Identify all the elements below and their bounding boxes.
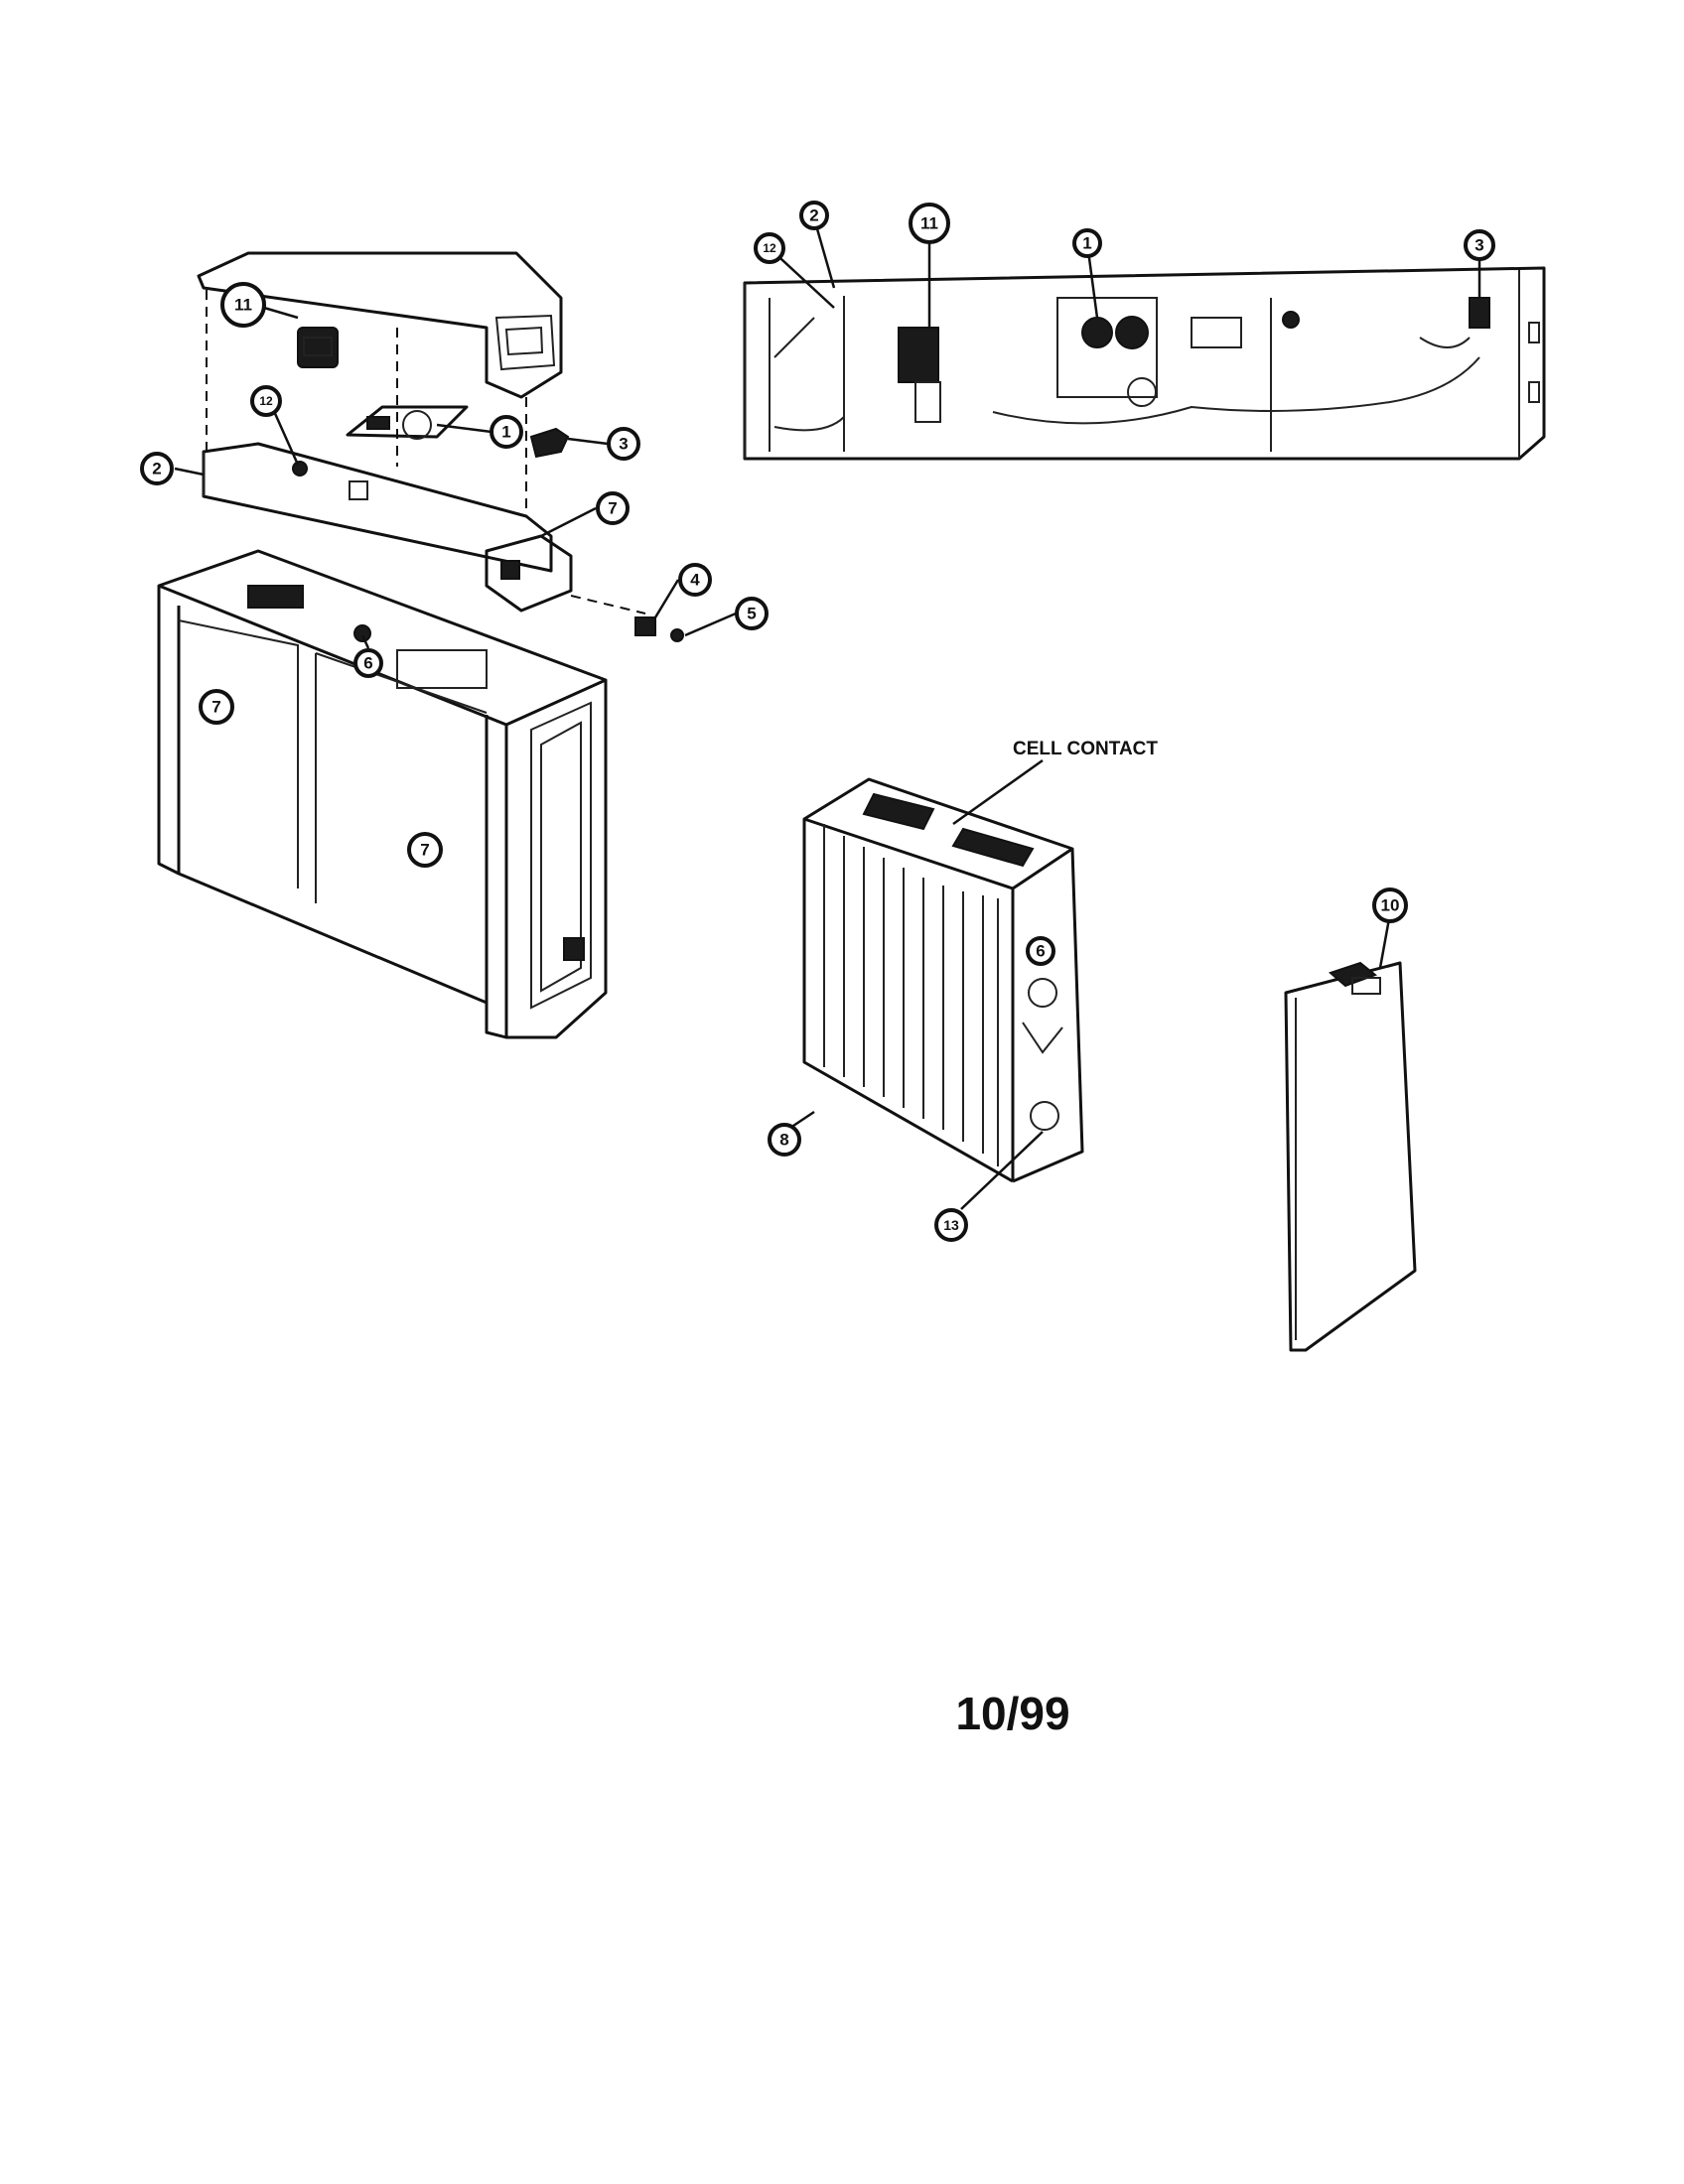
transformer (297, 327, 339, 368)
callout-6-cell: 6 (1026, 936, 1055, 966)
svg-text:4: 4 (690, 571, 700, 590)
explode-lines-left (206, 290, 646, 614)
control-panel-housing (485, 534, 573, 613)
svg-text:12: 12 (259, 394, 273, 408)
cabinet (157, 549, 608, 1039)
svg-text:6: 6 (363, 654, 372, 673)
callout-11-cover: 11 (220, 282, 266, 328)
callout-3-switch: 3 (607, 427, 640, 461)
svg-text:10: 10 (1381, 896, 1400, 915)
circuit-board (346, 405, 469, 440)
svg-text:6: 6 (1036, 942, 1045, 961)
svg-text:11: 11 (234, 296, 252, 315)
svg-text:1: 1 (1082, 234, 1091, 253)
svg-text:7: 7 (420, 841, 429, 860)
svg-text:3: 3 (619, 435, 628, 454)
callout-3-assembled: 3 (1464, 229, 1495, 261)
power-box-base (202, 442, 553, 573)
switch-knob (634, 616, 656, 636)
door-interlock-switch (529, 427, 570, 459)
svg-text:1: 1 (501, 423, 510, 442)
svg-text:3: 3 (1474, 236, 1483, 255)
svg-text:2: 2 (809, 206, 818, 225)
callout-10-prefilter: 10 (1372, 887, 1408, 923)
callout-4-knob: 4 (678, 563, 712, 597)
callout-12-assembled: 12 (754, 232, 785, 264)
prefilter-panel (1284, 961, 1417, 1352)
callout-1-board: 1 (490, 415, 523, 449)
collector-cell (802, 777, 1084, 1183)
svg-text:2: 2 (152, 460, 161, 478)
callout-12-base: 12 (250, 385, 282, 417)
leader-lines (174, 217, 1481, 1210)
svg-text:12: 12 (763, 241, 776, 255)
callout-2-assembled: 2 (799, 201, 829, 230)
svg-text:13: 13 (943, 1217, 959, 1233)
svg-text:7: 7 (211, 698, 220, 717)
svg-text:11: 11 (920, 214, 938, 233)
date-code: 10/99 (955, 1688, 1069, 1739)
callout-1-assembled: 1 (1072, 228, 1102, 258)
callout-5-light: 5 (735, 597, 769, 630)
cell-contact-text: CELL CONTACT (1013, 739, 1158, 759)
callout-7-housing: 7 (596, 491, 630, 525)
svg-text:8: 8 (779, 1131, 788, 1150)
callout-7-cabinet-left: 7 (199, 689, 234, 725)
power-box-cover (197, 251, 563, 399)
callout-11-assembled: 11 (909, 203, 950, 244)
callout-7-cabinet-right: 7 (407, 832, 443, 868)
svg-text:5: 5 (747, 605, 756, 623)
callout-2-base: 2 (140, 452, 174, 485)
indicator-light (670, 628, 684, 642)
cell-contact-label: CELL CONTACT (952, 739, 1158, 826)
svg-text:7: 7 (608, 499, 617, 518)
power-box-assembled (743, 266, 1546, 461)
callout-6-cabinet: 6 (353, 648, 383, 678)
callout-8-cell: 8 (768, 1123, 801, 1157)
callout-13-cell: 13 (934, 1208, 968, 1242)
